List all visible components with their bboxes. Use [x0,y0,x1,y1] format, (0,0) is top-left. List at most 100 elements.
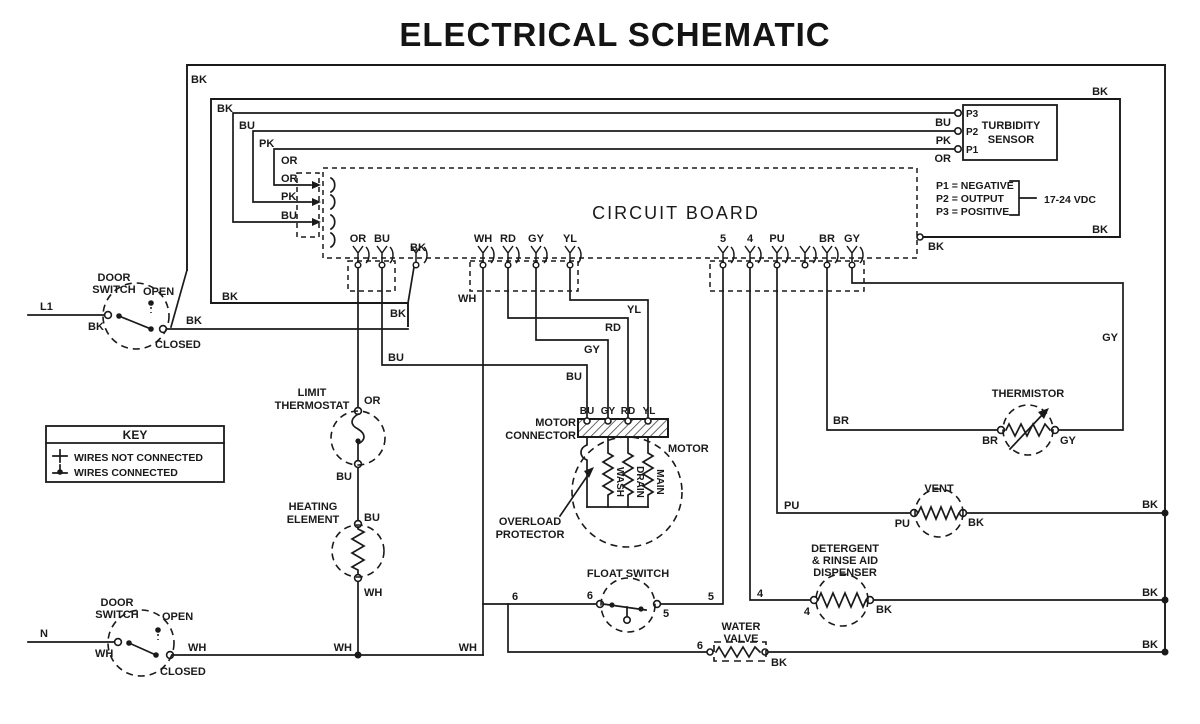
wire-label-bk-vent-right: BK [1142,499,1158,511]
pin-label-rd: RD [500,233,516,245]
water-valve-line1: WATER [722,621,761,633]
terminal-label-4-dispenser: 4 [804,606,811,618]
door-switch-lower-line2: SWITCH [95,609,138,621]
overload-protector-line2: PROTECTOR [496,529,565,541]
wire-label-bu-thermostat: BU [336,471,352,483]
overload-protector-element [580,436,588,508]
wire-label-6-branch: 6 [512,591,518,603]
door-switch-upper [27,268,409,350]
wire-label-wh-n: WH [95,648,113,660]
heating-element [331,467,385,656]
door-switch-upper-open: OPEN [143,286,174,298]
water-valve [706,641,769,662]
pin-label-br: BR [819,233,835,245]
turbidity-sensor [953,104,1058,216]
wire-label-or-sensor: OR [935,153,952,165]
wire-label-or-thermostat: OR [364,395,381,407]
key-entry-connected: WIRES CONNECTED [74,467,178,479]
distribution-wires [171,267,1166,656]
wire-label-bk-inner-bottom-left: BK [222,291,238,303]
wire-label-pk-sensor: PK [936,135,951,147]
wire-label-bu-pin: BU [281,210,297,222]
wire-label-bu-horiz: BU [388,352,404,364]
turbidity-sensor-line2: SENSOR [988,134,1035,146]
detergent-dispenser [809,573,875,627]
sensor-pin-p3: P3 [966,109,979,120]
wire-label-bu-corner: BU [566,371,582,383]
door-switch-upper-line1: DOOR [98,272,131,284]
wire-label-bk-pin-wire: BK [390,308,406,320]
door-switch-lower [27,609,175,677]
wire-label-5: 5 [708,591,714,603]
motor-winding-wash: WASH [614,467,625,497]
gy-motor-wire [535,267,609,420]
key-title: KEY [123,428,148,442]
mc-label-yl: YL [643,406,656,417]
legend-p3: P3 = POSITIVE [936,206,1009,218]
pin-label-bk: BK [410,242,426,254]
turbidity-sensor-line1: TURBIDITY [982,120,1041,132]
pin-label-or: OR [350,233,367,245]
circuit-board-label: CIRCUIT BOARD [592,203,760,223]
limit-thermostat [330,267,386,469]
key-box [45,425,225,483]
door-switch-upper-line2: SWITCH [92,284,135,296]
wire-label-wh-heating: WH [364,587,382,599]
wire-label-bk-dispenser: BK [876,604,892,616]
yl-wire [569,267,649,420]
motor-winding-main: MAIN [654,469,665,495]
water-valve-line2: VALVE [723,633,758,645]
wire-label-bk-inner-top-left: BK [217,103,233,115]
mc-label-rd: RD [621,406,635,417]
door-switch-lower-closed: CLOSED [160,666,206,678]
wire-label-bu-heating: BU [364,512,380,524]
connector-block-right [709,260,865,292]
wire-label-gy-thermistor: GY [1060,435,1077,447]
overload-protector-line1: OVERLOAD [499,516,561,528]
wire-label-wh-corner: WH [459,642,477,654]
overload-protector-arrow [558,467,594,518]
heating-element-line2: ELEMENT [287,514,340,526]
wire-label-or-pin: OR [281,173,298,185]
bk-output-terminal [916,233,924,241]
wire-5 [659,267,724,605]
pin-label-pu: PU [769,233,784,245]
legend-p1: P1 = NEGATIVE [936,180,1014,192]
valve-feed-wire [507,603,708,653]
wire-4 [749,267,812,601]
gy-thermistor-wire [851,267,1124,431]
circuit-board-pins [352,245,864,269]
sensor-pin-p1: P1 [966,145,979,156]
wire-label-wh-junction: WH [334,642,352,654]
mc-label-bu: BU [580,406,594,417]
wires-not-connected-icon [52,449,68,463]
wire-label-4: 4 [757,588,764,600]
wire-label-or-loop: OR [281,155,298,167]
motor [571,436,683,548]
pin-label-gy-2: GY [844,233,861,245]
motor-connector-line2: CONNECTOR [505,430,576,442]
pin-label-wh: WH [474,233,492,245]
wire-label-bu-loop: BU [239,120,255,132]
float-switch [595,577,662,633]
key-entry-not-connected: WIRES NOT CONNECTED [74,452,203,464]
wire-label-gy-corner: GY [584,344,601,356]
pin-label-5: 5 [720,233,726,245]
motor-connector [577,417,669,438]
wire-label-bk-outer-top-left: BK [191,74,207,86]
vent-label: VENT [924,483,954,495]
wire-label-pk-loop: PK [259,138,274,150]
wire-label-gy-right: GY [1102,332,1119,344]
pin-label-gy: GY [528,233,545,245]
br-wire [826,267,999,431]
thermistor-label: THERMISTOR [992,388,1065,400]
wire-label-bu-sensor: BU [935,117,951,129]
wire-label-bk-vent: BK [968,517,984,529]
vent [909,488,968,538]
page-title: ELECTRICAL SCHEMATIC [399,16,831,53]
wire-label-wh-sw-out: WH [188,642,206,654]
wire-label-pk-pin: PK [281,191,296,203]
wire-label-pu-corner: PU [784,500,799,512]
